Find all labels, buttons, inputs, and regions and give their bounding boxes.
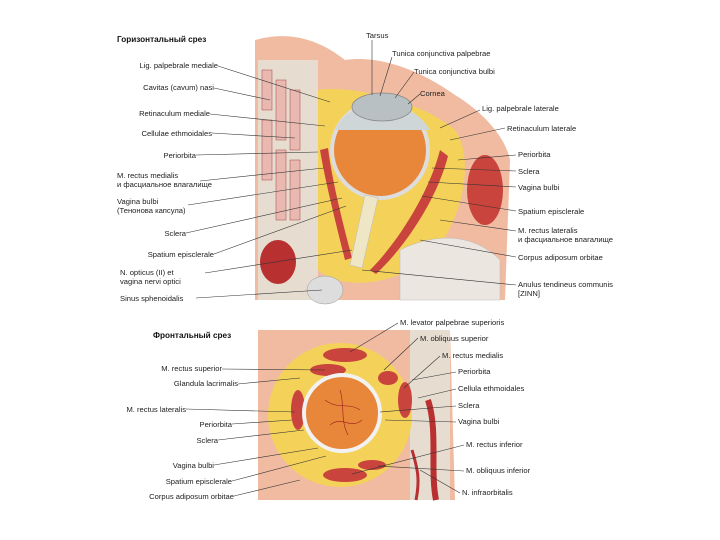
label-h-left-9: Spatium episclerale [147, 250, 214, 259]
label-f-left-8: Corpus adiposum orbitae [149, 492, 234, 501]
label-f-top-2: M. obliquus superior [420, 334, 489, 343]
label-f-left-7: Spatium episclerale [165, 477, 232, 486]
label-h-left-4: Cellulae ethmoidales [141, 129, 213, 138]
label-h-left-6: M. rectus medialis и фасциальное влагали… [117, 171, 212, 189]
label-f-right-3: Cellula ethmoidales [458, 384, 525, 393]
label-f-left-4: Periorbita [199, 420, 233, 429]
label-h-left-8: Sclera [164, 229, 186, 238]
label-h-top-4: Cornea [420, 89, 445, 98]
label-h-right-4: Sclera [518, 167, 540, 176]
label-h-left-10: N. opticus (II) et vagina nervi optici [120, 268, 181, 286]
label-h-top-1: Tarsus [366, 31, 389, 40]
label-h-right-1: Lig. palpebrale laterale [482, 104, 559, 113]
label-f-right-1: M. rectus medialis [442, 351, 504, 360]
label-f-right-2: Periorbita [458, 367, 491, 376]
label-f-left-2: Glandula lacrimalis [173, 379, 238, 388]
label-f-right-8: N. infraorbitalis [462, 488, 513, 497]
label-h-top-2: Tunica conjunctiva palpebrae [392, 49, 491, 58]
label-f-top-1: M. levator palpebrae superioris [400, 318, 505, 327]
horizontal-section-title: Горизонтальный срез [117, 35, 207, 44]
label-f-left-5: Sclera [196, 436, 218, 445]
label-f-left-1: M. rectus superior [161, 364, 222, 373]
label-f-left-6: Vagina bulbi [172, 461, 214, 470]
label-f-right-6: M. rectus inferior [466, 440, 523, 449]
label-h-left-5: Periorbita [163, 151, 197, 160]
label-h-left-3: Retinaculum mediale [139, 109, 210, 118]
label-h-right-5: Vagina bulbi [518, 183, 560, 192]
label-f-right-7: M. obliquus inferior [466, 466, 531, 475]
label-f-left-3: M. rectus lateralis [126, 405, 186, 414]
label-h-right-2: Retinaculum laterale [507, 124, 577, 133]
label-h-right-8: Corpus adiposum orbitae [518, 253, 603, 262]
label-h-right-7: M. rectus lateralis и фасциальное влагал… [518, 226, 613, 244]
label-h-left-2: Cavitas (cavum) nasi [143, 83, 214, 92]
label-f-right-4: Sclera [458, 401, 480, 410]
label-h-right-3: Periorbita [518, 150, 551, 159]
label-h-right-6: Spatium episclerale [518, 207, 585, 216]
frontal-section-title: Фронтальный срез [153, 331, 232, 340]
label-h-right-9: Anulus tendineus communis [ZINN] [518, 280, 613, 298]
label-h-left-7: Vagina bulbi (Тенонова капсула) [117, 197, 186, 215]
label-h-top-3: Tunica conjunctiva bulbi [414, 67, 495, 76]
label-h-left-1: Lig. palpebrale mediale [139, 61, 218, 70]
label-h-left-11: Sinus sphenoidalis [120, 294, 184, 303]
label-f-right-5: Vagina bulbi [458, 417, 500, 426]
